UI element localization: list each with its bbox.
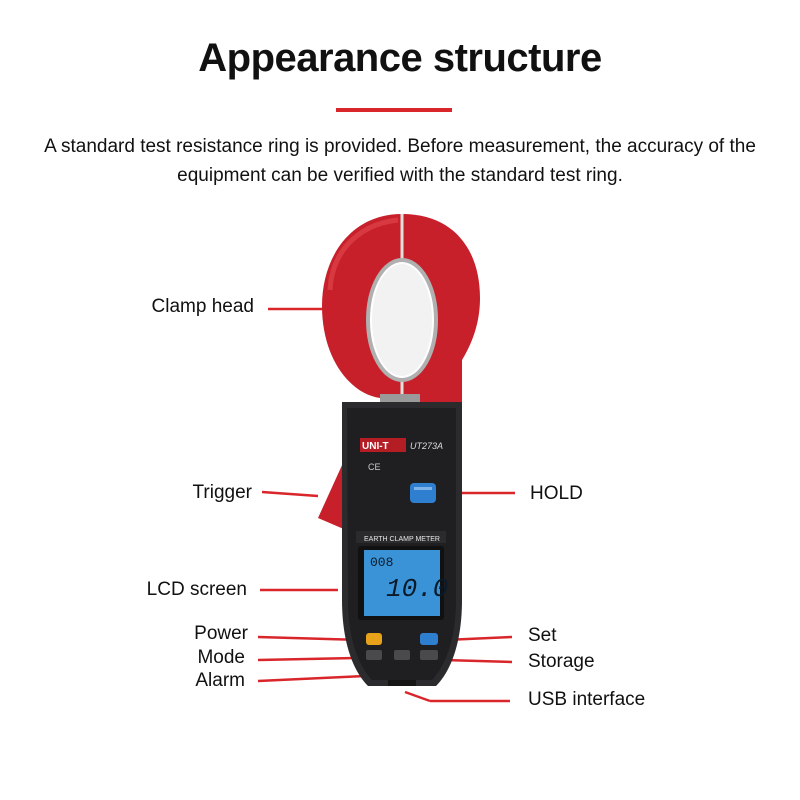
lcd-small-reading: 008 [370,555,393,570]
label-storage: Storage [528,651,595,672]
lcd-screen [364,550,440,616]
line-alarm [257,674,366,683]
storage-button [420,650,438,660]
model-label: UT273A [410,441,443,451]
line-mode [257,656,357,662]
meter-body: UNI-T UT273A CE EARTH CLAMP METER 008 10… [342,402,462,686]
label-clamp-head: Clamp head [151,296,254,317]
line-storage [443,658,513,664]
brand-logo: UNI-T [362,441,389,452]
label-hold: HOLD [530,483,583,504]
label-alarm: Alarm [195,670,245,691]
mode-button [366,650,382,660]
usb-port [388,680,416,686]
line-trigger [261,490,319,498]
label-trigger: Trigger [192,482,252,503]
label-lcd-screen: LCD screen [146,579,247,600]
page-title: Appearance structure [198,36,602,80]
callout-lines [257,307,515,703]
label-usb-interface: USB interface [528,689,646,710]
hold-button [410,483,436,503]
set-button [420,633,438,645]
title-underline [336,108,452,112]
description-text: A standard test resistance ring is provi… [44,136,756,186]
line-usb [404,690,431,703]
panel-label: EARTH CLAMP METER [364,536,440,543]
line-power [257,635,363,642]
alarm-button [394,650,410,660]
clamp-head [322,214,480,408]
ce-mark: CE [368,462,381,472]
lcd-main-reading: 10.0 [386,574,448,604]
label-set: Set [528,625,557,646]
power-button [366,633,382,645]
label-mode: Mode [197,647,245,668]
label-power: Power [194,623,248,644]
